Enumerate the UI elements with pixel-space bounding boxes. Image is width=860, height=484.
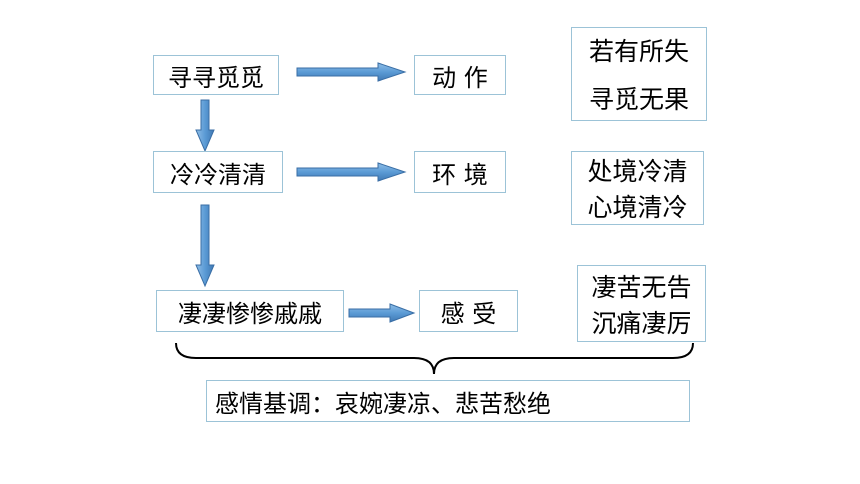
node-lengleng-label: 冷冷清清 [170, 160, 266, 189]
node-dongzuo: 动 作 [414, 55, 506, 95]
curly-brace [175, 342, 694, 375]
node-lengleng: 冷冷清清 [153, 151, 283, 193]
arrow-qiqi-to-ganshou [348, 303, 416, 323]
node-xunxun-label: 寻寻觅觅 [168, 63, 264, 92]
node-chujing-line-2: 心境清冷 [587, 193, 688, 222]
node-chujing: 处境冷清 心境清冷 [571, 151, 704, 225]
node-ruoyou-line-2: 寻觅无果 [588, 85, 689, 114]
arrow-lengleng-to-huanjing [296, 162, 407, 182]
node-ganshou: 感 受 [419, 290, 518, 332]
node-ruoyou-line-1: 若有所失 [588, 37, 689, 66]
node-qiku-line-2: 沉痛凄厉 [591, 308, 692, 338]
node-huanjing: 环 境 [414, 151, 506, 193]
node-ruoyou: 若有所失 寻觅无果 [571, 27, 707, 121]
node-xunxun: 寻寻觅觅 [153, 55, 279, 95]
node-qiku-line-1: 凄苦无告 [591, 272, 692, 302]
node-huanjing-label: 环 境 [432, 160, 488, 189]
node-dongzuo-label: 动 作 [432, 63, 488, 92]
arrow-xunxun-to-dongzuo [296, 62, 407, 82]
node-chujing-line-1: 处境冷清 [587, 157, 688, 186]
node-ganshou-label: 感 受 [440, 299, 497, 328]
arrow-xunxun-to-lengleng [195, 99, 215, 153]
arrow-lengleng-to-qiqi [195, 204, 215, 288]
summary-label: 感情基调：哀婉凄凉、悲苦愁绝 [215, 389, 551, 418]
summary-box: 感情基调：哀婉凄凉、悲苦愁绝 [206, 380, 690, 422]
node-qiqi: 凄凄惨惨戚戚 [156, 290, 344, 332]
node-qiku: 凄苦无告 沉痛凄厉 [577, 265, 706, 342]
node-qiqi-label: 凄凄惨惨戚戚 [178, 299, 322, 328]
